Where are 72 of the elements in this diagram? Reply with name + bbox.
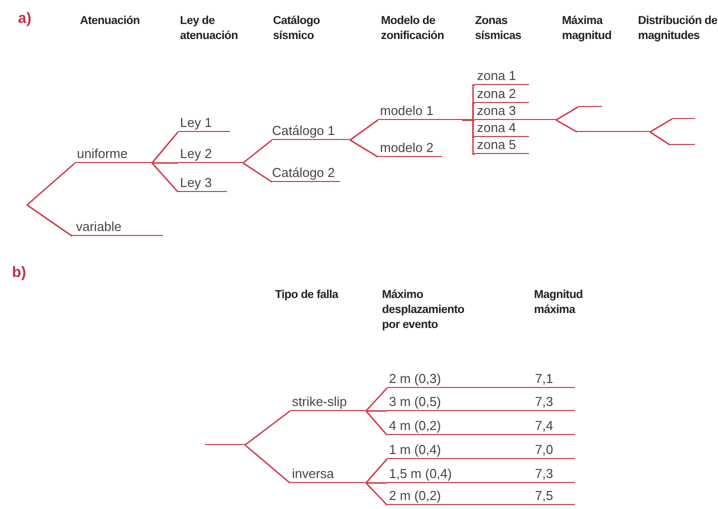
branch-label: zona 2 xyxy=(477,86,516,101)
magnitude-value: 7,3 xyxy=(535,394,554,409)
branch-connector xyxy=(242,139,272,164)
branch-label: inversa xyxy=(292,466,334,481)
tree-branch xyxy=(205,441,245,445)
column-heading: Máximo desplazamiento por evento xyxy=(382,288,466,333)
branch-label: Ley 3 xyxy=(180,175,212,190)
tree-branch xyxy=(475,137,529,154)
tree-branch xyxy=(475,120,529,137)
branch-label: 2 m (0,3) xyxy=(389,371,442,386)
branch-connector xyxy=(365,410,388,436)
panel-label: b) xyxy=(12,263,28,283)
magnitude-value: 7,0 xyxy=(535,442,554,457)
column-heading: Ley de atenuación xyxy=(180,14,239,44)
branch-label: 2 m (0,2) xyxy=(389,488,442,503)
branch-label: uniforme xyxy=(77,146,128,161)
tree-branch xyxy=(578,103,602,107)
panel-label: a) xyxy=(18,9,32,29)
tree-branch xyxy=(475,68,529,85)
branch-label: Ley 1 xyxy=(180,115,212,130)
branch-label: 1,5 m (0,4) xyxy=(389,466,452,481)
branch-connector xyxy=(366,482,388,506)
column-heading: Tipo de falla xyxy=(275,288,340,303)
tree-branch xyxy=(670,141,695,145)
branch-label: variable xyxy=(76,219,122,234)
magnitude-value: 7,5 xyxy=(535,488,554,503)
branch-connector xyxy=(365,458,388,484)
branch-label: Ley 2 xyxy=(180,146,212,161)
branch-connector xyxy=(26,162,76,206)
branch-label: zona 4 xyxy=(477,120,516,135)
column-heading: Catálogo sísmico xyxy=(273,14,321,44)
branch-label: 1 m (0,4) xyxy=(389,442,442,457)
tree-branch xyxy=(672,115,695,119)
branch-connector xyxy=(650,131,670,146)
branch-connector xyxy=(152,162,178,164)
column-heading: Modelo de zonificación xyxy=(381,14,446,44)
branch-connector xyxy=(242,162,272,183)
branch-connector xyxy=(556,106,578,121)
tree-branch xyxy=(577,128,650,132)
branch-label: zona 1 xyxy=(477,68,516,83)
branch-connector xyxy=(26,204,72,237)
branch-connector xyxy=(244,444,290,484)
branch-label: zona 3 xyxy=(477,103,516,118)
branch-connector xyxy=(650,118,672,133)
branch-connector xyxy=(151,162,179,192)
column-heading: Distribución de magnitudes xyxy=(638,14,718,44)
branch-connector xyxy=(350,119,378,141)
branch-connector xyxy=(556,119,578,133)
branch-connector xyxy=(366,410,387,412)
column-heading: Magnitud máxima xyxy=(534,288,584,318)
branch-label: 3 m (0,5) xyxy=(389,394,442,409)
branch-label: 4 m (0,2) xyxy=(389,418,442,433)
column-heading: Atenuación xyxy=(80,14,141,29)
branch-connector xyxy=(151,132,179,164)
branch-connector xyxy=(350,139,378,158)
magnitude-value: 7,1 xyxy=(535,371,554,386)
magnitude-value: 7,3 xyxy=(535,466,554,481)
branch-connector xyxy=(462,119,475,155)
branch-label: zona 5 xyxy=(477,137,516,152)
branch-label: Catálogo 2 xyxy=(272,165,335,180)
magnitude-value: 7,4 xyxy=(535,418,554,433)
tree-branch xyxy=(475,103,556,120)
column-heading: Zonas sísmicas xyxy=(475,14,522,44)
branch-connector xyxy=(366,482,387,484)
branch-label: Catálogo 1 xyxy=(272,123,335,138)
column-heading: Máxima magnitud xyxy=(562,14,612,44)
branch-connector xyxy=(365,388,388,412)
branch-label: modelo 1 xyxy=(380,103,434,118)
branch-label: modelo 2 xyxy=(380,140,434,155)
tree-branch xyxy=(475,86,529,103)
branch-label: strike-slip xyxy=(292,394,347,409)
branch-connector xyxy=(244,410,290,446)
